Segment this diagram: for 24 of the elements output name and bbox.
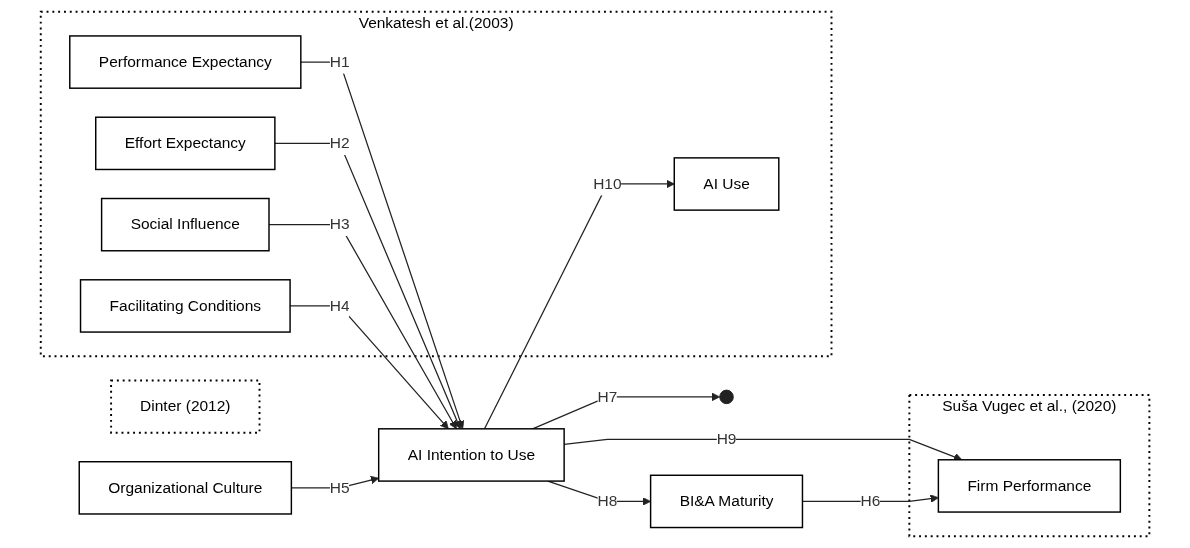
- node-box: BI&A Maturity: [649, 474, 804, 529]
- edge-label: H1: [329, 53, 350, 70]
- edge-label: H7: [597, 388, 618, 405]
- node-box: Facilitating Conditions: [79, 279, 291, 333]
- edge-label: H6: [860, 492, 881, 510]
- node-box: AI Use: [673, 157, 780, 211]
- node-box: Organizational Culture: [78, 461, 293, 515]
- node-box: Effort Expectancy: [94, 116, 276, 171]
- edge-label: H2: [329, 134, 350, 152]
- edge-label: H4: [329, 297, 350, 314]
- arrow: [268, 224, 457, 430]
- node-box: Dinter (2012): [110, 379, 261, 434]
- edge-label: H8: [597, 492, 618, 510]
- node-box: Firm Performance: [937, 459, 1121, 513]
- node-box: Social Influence: [100, 197, 270, 252]
- arrow: [300, 61, 465, 430]
- arrow: [274, 142, 462, 430]
- edge-label: H5: [329, 479, 350, 496]
- node-box: AI Intention to Use: [377, 428, 565, 482]
- arrow: [483, 179, 675, 430]
- edge-label: H3: [329, 215, 350, 233]
- node-box: Performance Expectancy: [69, 35, 302, 89]
- edge-label: H10: [593, 175, 622, 192]
- edge-label: H9: [716, 430, 737, 448]
